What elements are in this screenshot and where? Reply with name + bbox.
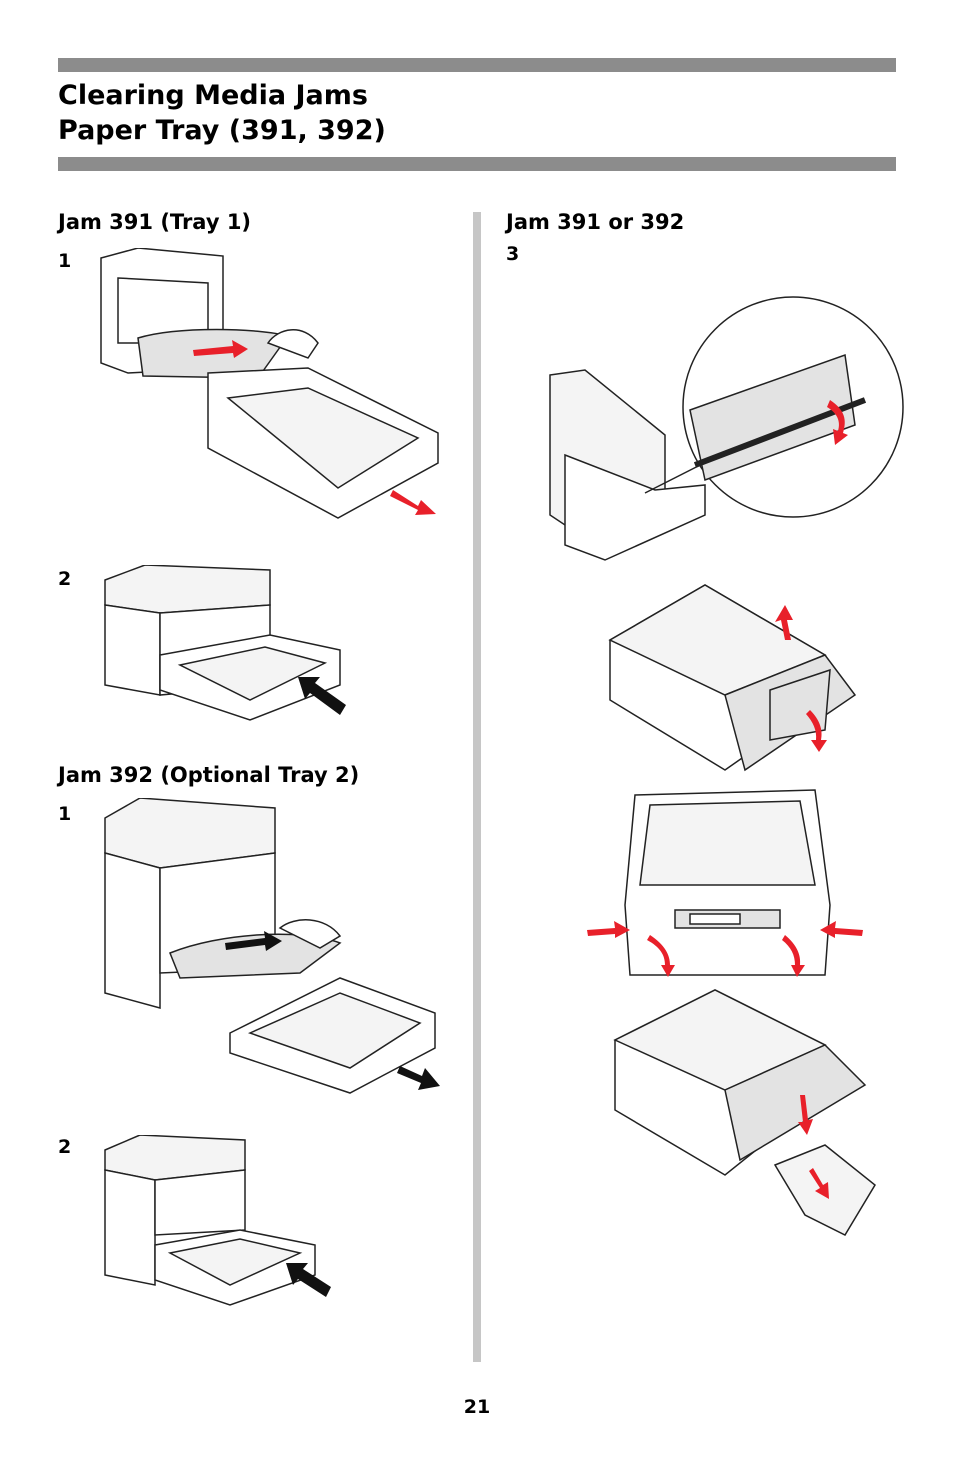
bottom-rule (58, 157, 896, 171)
illustration-side-cover-detail (545, 295, 907, 567)
section-heading-jam-391-or-392: Jam 391 or 392 (506, 210, 685, 234)
top-rule (58, 58, 896, 72)
illustration-tray2-reinsert (100, 1135, 332, 1307)
column-divider (473, 212, 481, 1362)
step-number: 3 (506, 243, 520, 265)
section-heading-jam-392: Jam 392 (Optional Tray 2) (58, 763, 360, 787)
illustration-tray1-remove-paper (98, 248, 443, 523)
step-number: 1 (58, 250, 72, 272)
illustration-pull-paper-out (605, 985, 897, 1250)
illustration-close-side-covers (585, 785, 865, 980)
page-number: 21 (463, 1396, 491, 1418)
illustration-tray2-remove-paper (100, 798, 442, 1095)
illustration-tray1-reinsert (100, 565, 348, 725)
step-number: 2 (58, 1136, 72, 1158)
title-line-2: Paper Tray (391, 392) (58, 115, 386, 146)
title-line-1: Clearing Media Jams (58, 80, 368, 111)
step-number: 1 (58, 803, 72, 825)
page-title: Clearing Media Jams Paper Tray (391, 392… (58, 78, 386, 148)
section-heading-jam-391: Jam 391 (Tray 1) (58, 210, 252, 234)
step-number: 2 (58, 568, 72, 590)
illustration-remove-paper-rear (595, 580, 860, 776)
